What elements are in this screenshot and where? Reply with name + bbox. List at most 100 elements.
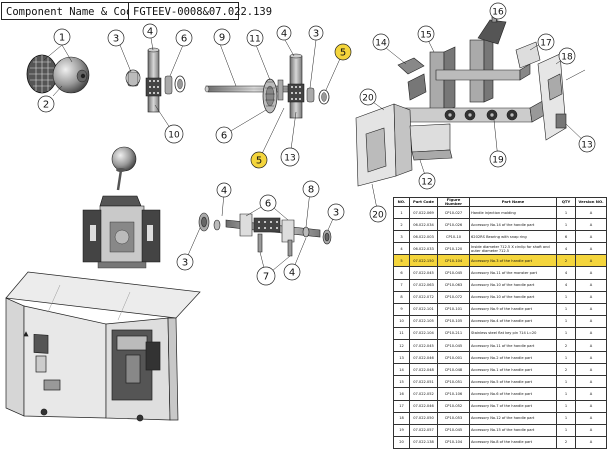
cell-qty: 1 — [556, 375, 576, 389]
cell-figure-number: CP10-072 — [437, 290, 470, 304]
cell-version: A — [575, 230, 607, 244]
callout-number: 8 — [308, 185, 314, 196]
cell-part-code: 07.022.045 — [409, 266, 438, 280]
cell-version: A — [575, 375, 607, 389]
callout-20: 20 — [359, 88, 377, 106]
cell-part-name: 6202RS Bearing with snap ring — [469, 230, 557, 244]
cell-qty: 6 — [556, 230, 576, 244]
callout-circle — [250, 151, 268, 169]
callout-number: 19 — [492, 156, 504, 166]
parts-list-table: NO. Part Code Figure Number Part Name QT… — [393, 197, 607, 449]
cell-figure-number: CP10-104 — [437, 254, 470, 268]
cell-version: A — [575, 435, 607, 449]
callout-circle — [372, 33, 390, 51]
cell-version: A — [575, 399, 607, 413]
callout-number: 20 — [372, 211, 384, 221]
cell-part-code: 07.022.050 — [409, 411, 438, 425]
cell-part-code: 06.022.034 — [409, 218, 438, 232]
callout-circle — [489, 2, 507, 20]
shaft-assembly-right — [262, 53, 330, 119]
callout-circle — [142, 23, 158, 39]
cell-part-code: 07.022.105 — [409, 314, 438, 328]
callout-number: 3 — [113, 34, 119, 45]
callout-number: 4 — [147, 27, 153, 38]
cell-version: A — [575, 254, 607, 268]
cell-part-code: 07.022.052 — [409, 387, 438, 401]
cell-version: A — [575, 278, 607, 292]
callout-number: 6 — [265, 199, 271, 210]
cell-figure-number: CP10-001 — [437, 351, 470, 365]
callout-4: 4 — [142, 23, 158, 39]
cell-figure-number: CP10-101 — [437, 302, 470, 316]
cell-qty: 1 — [556, 302, 576, 316]
callout-6: 6 — [215, 126, 233, 144]
cell-qty: 1 — [556, 218, 576, 232]
callout-number: 3 — [333, 208, 339, 219]
callout-circle — [283, 263, 301, 281]
callout-7: 7 — [256, 266, 276, 286]
callout-circle — [280, 147, 300, 167]
cell-qty: 4 — [556, 266, 576, 280]
handle-knob-drawing — [26, 54, 90, 94]
cell-figure-number: CP10-063 — [437, 278, 470, 292]
lever-mechanism — [82, 146, 161, 269]
callout-19: 19 — [489, 150, 507, 168]
cell-part-code: 07.022.063 — [409, 278, 438, 292]
callout-number: 4 — [281, 29, 287, 40]
cell-part-code: 07.022.046 — [409, 351, 438, 365]
cell-qty: 1 — [556, 411, 576, 425]
col-header-no: NO. — [393, 197, 410, 207]
callout-circle — [53, 28, 71, 46]
callout-circle — [537, 33, 555, 51]
callout-number: 4 — [289, 268, 295, 279]
callout-4: 4 — [276, 25, 292, 41]
cell-part-name: Accessory No.10 of the handle part — [469, 290, 557, 304]
callout-circle — [334, 43, 352, 61]
cell-part-code: 07.022.072 — [409, 290, 438, 304]
callout-number: 6 — [181, 34, 187, 45]
cell-part-name: Accessory No.11 of the monster part — [469, 266, 557, 280]
callout-14: 14 — [372, 33, 390, 51]
callout-circle — [256, 266, 276, 286]
callout-number: 4 — [221, 186, 227, 197]
cell-qty: 1 — [556, 314, 576, 328]
cell-part-name: Accessory No.12 of the handle part — [469, 411, 557, 425]
cell-figure-number: CP10-045 — [437, 423, 470, 437]
callout-circle — [216, 182, 232, 198]
cell-no: 14 — [393, 363, 410, 377]
cell-qty: 2 — [556, 254, 576, 268]
callout-3: 3 — [176, 253, 194, 271]
callout-5: 5 — [250, 151, 268, 169]
cell-version: A — [575, 351, 607, 365]
callout-circle — [37, 95, 55, 113]
cell-figure-number: CP10-052 — [437, 399, 470, 413]
callout-circle — [578, 135, 596, 153]
callout-circle — [246, 29, 264, 47]
col-header-part-code: Part Code — [409, 197, 438, 207]
cell-version: A — [575, 290, 607, 304]
callout-number: 3 — [313, 29, 319, 40]
cell-version: A — [575, 266, 607, 280]
cell-part-name: Handle injection molding — [469, 205, 557, 220]
callout-number: 20 — [362, 94, 374, 104]
cell-part-name: Accessory No.5 of the handle part — [469, 375, 557, 389]
callout-number: 5 — [340, 48, 346, 59]
cell-version: A — [575, 326, 607, 341]
callout-circle — [417, 25, 435, 43]
callout-number: 14 — [375, 39, 387, 49]
cell-no: 3 — [393, 230, 410, 244]
cell-part-code: 06.022.033 — [409, 242, 438, 256]
callout-circle — [213, 28, 231, 46]
cell-figure-number: CP10-120 — [437, 242, 470, 256]
callout-13: 13 — [280, 147, 300, 167]
callout-number: 11 — [249, 35, 260, 45]
cell-version: A — [575, 205, 607, 220]
